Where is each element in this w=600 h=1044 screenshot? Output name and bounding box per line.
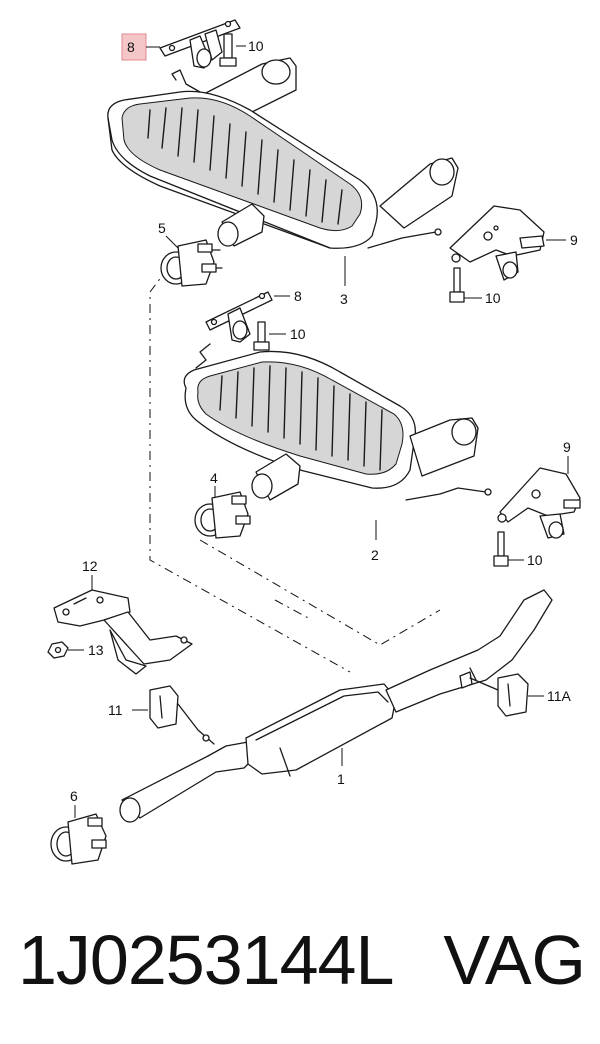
svg-text:10: 10 (248, 38, 264, 54)
part-10-bolt-top (219, 33, 237, 67)
svg-text:9: 9 (570, 232, 578, 248)
exhaust-parts-diagram: 8 10 (47, 19, 581, 865)
svg-text:10: 10 (527, 552, 543, 568)
svg-text:8: 8 (294, 288, 302, 304)
assembly-lines (149, 267, 441, 673)
callout-5: 5 (158, 220, 179, 249)
part-9-bracket-mid (497, 467, 581, 539)
part-10-bolt-right-top: 10 (449, 267, 501, 306)
svg-text:1: 1 (337, 771, 345, 787)
part-12-bracket (53, 589, 193, 675)
callout-10-top: 10 (236, 38, 264, 54)
svg-text:10: 10 (485, 290, 501, 306)
part-11-rubber-mount: 11 (108, 685, 179, 729)
part-4-clamp (194, 491, 251, 539)
part-6-clamp (50, 813, 107, 865)
part-3-rear-silencer (107, 57, 459, 249)
part-1-middle-silencer (119, 589, 553, 823)
callout-3: 3 (340, 256, 348, 307)
svg-text:9: 9 (563, 439, 571, 455)
svg-text:4: 4 (210, 470, 218, 486)
svg-text:2: 2 (371, 547, 379, 563)
callout-8-mid: 8 (274, 288, 302, 304)
svg-text:6: 6 (70, 788, 78, 804)
svg-text:10: 10 (290, 326, 306, 342)
callout-6: 6 (70, 788, 78, 818)
svg-text:12: 12 (82, 558, 98, 574)
callout-label: 8 (127, 39, 135, 55)
svg-text:13: 13 (88, 642, 104, 658)
part-5-clamp (160, 239, 223, 287)
brand-label: VAG (443, 921, 586, 999)
callout-2: 2 (371, 520, 379, 563)
svg-text:11: 11 (108, 702, 123, 718)
callout-1: 1 (337, 748, 345, 787)
svg-text:11A: 11A (547, 688, 572, 704)
callout-4: 4 (210, 470, 218, 498)
svg-text:5: 5 (158, 220, 166, 236)
part-8-bracket-top (159, 19, 241, 69)
callout-8-top: 8 (121, 33, 160, 61)
part-10-bolt-right-mid: 10 (493, 531, 543, 568)
callout-9-mid: 9 (563, 439, 571, 474)
part-11a-rubber-mount: 11A (497, 673, 572, 717)
callout-9-top: 9 (546, 232, 578, 248)
part-number: 1J0253144L (18, 921, 394, 999)
svg-text:3: 3 (340, 291, 348, 307)
part-10-bolt-mid: 10 (253, 321, 306, 351)
part-8-bracket-mid (205, 291, 273, 343)
part-2-rear-silencer (183, 343, 492, 501)
part-13-nut: 13 (47, 641, 104, 659)
footer: 1J0253144L VAG (0, 915, 600, 1005)
part-9-bracket-top (449, 205, 545, 281)
callout-12: 12 (82, 558, 98, 590)
